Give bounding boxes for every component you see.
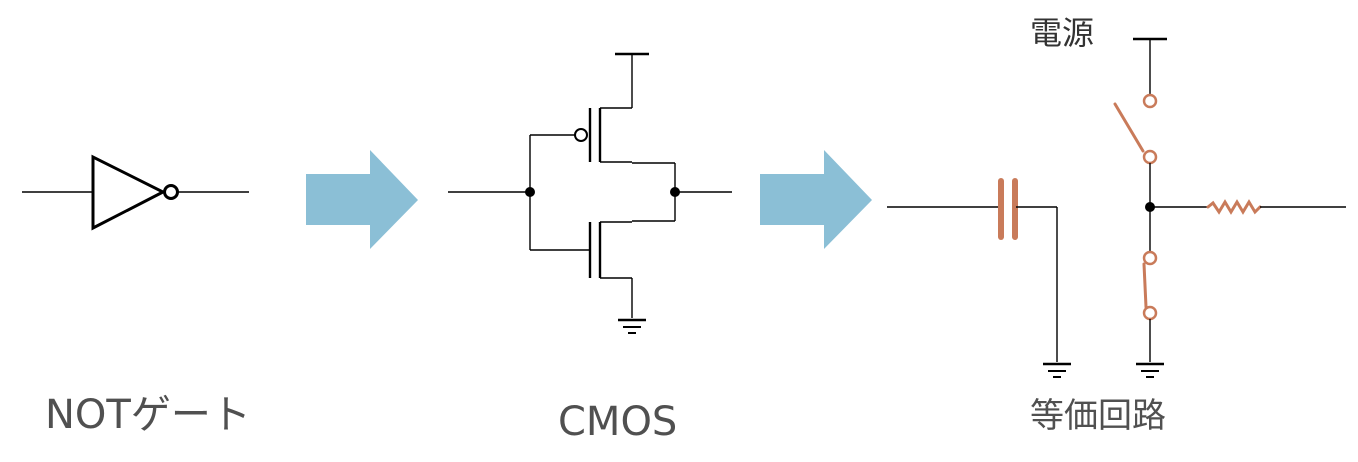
- not-gate-triangle: [91, 154, 167, 231]
- ground-icon: [1043, 362, 1071, 378]
- not-gate-bubble: [163, 184, 179, 200]
- equiv-output-junction: [1145, 202, 1155, 212]
- right-arrow-icon: [760, 150, 872, 249]
- not-gate-symbol: [22, 154, 249, 231]
- not-gate-caption: NOTゲート: [45, 392, 251, 438]
- nmos-transistor: [530, 220, 675, 334]
- lower-switch: [1142, 250, 1158, 321]
- equivalent-circuit-caption: 等価回路: [1030, 396, 1166, 436]
- power-supply-label: 電源: [1030, 14, 1095, 52]
- cmos-circuit: [448, 52, 732, 334]
- pmos-transistor: [530, 52, 675, 164]
- cmos-output-junction: [670, 187, 680, 197]
- ground-icon: [1136, 362, 1164, 378]
- cmos-input-junction: [525, 187, 535, 197]
- resistor: [1206, 199, 1262, 215]
- ground-icon: [618, 318, 646, 334]
- equivalent-circuit: [887, 37, 1346, 378]
- cmos-caption: CMOS: [558, 399, 678, 445]
- right-arrow-icon: [306, 150, 418, 249]
- upper-switch: [1113, 93, 1158, 165]
